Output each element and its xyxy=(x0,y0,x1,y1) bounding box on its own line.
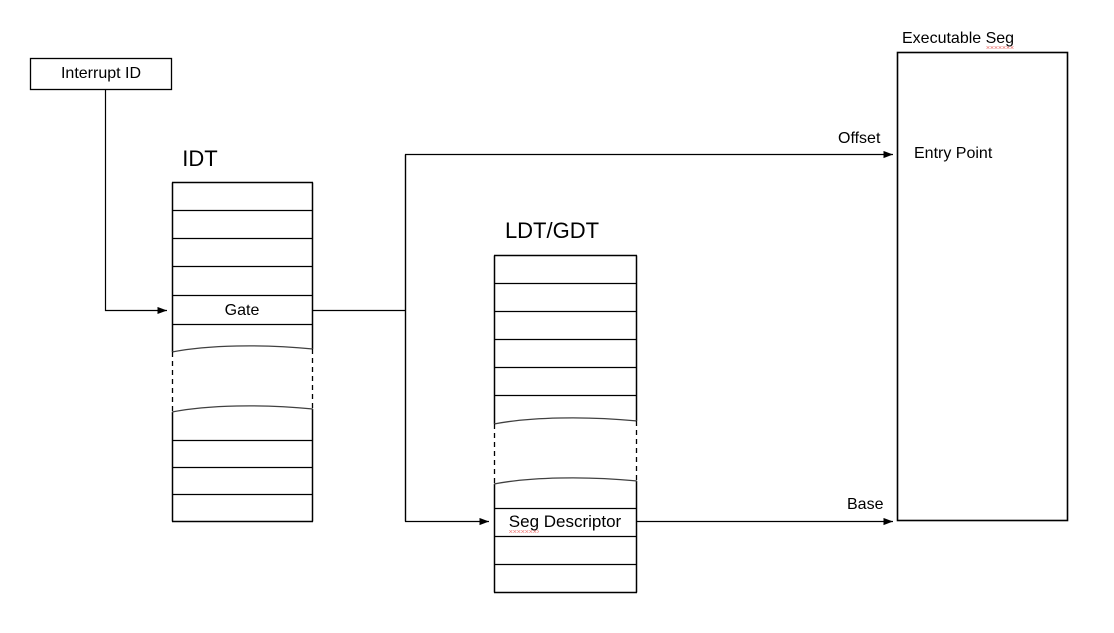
connector-interrupt-to-gate xyxy=(104,89,167,315)
executable-seg-box[interactable] xyxy=(896,51,1069,522)
idt-title: IDT xyxy=(182,146,218,171)
interrupt-id-box[interactable] xyxy=(29,57,173,91)
ldtgdt-cell-seg-descriptor[interactable]: Seg Descriptor xyxy=(508,512,622,531)
connector-gate-bus xyxy=(313,150,893,526)
idt-cell-gate[interactable]: Gate xyxy=(224,302,260,319)
seg-descriptor-rest: Descriptor xyxy=(539,512,622,531)
seg-descriptor-spellcheck-word: Seg xyxy=(508,512,540,531)
ldtgdt-title: LDT/GDT xyxy=(504,218,600,243)
base-edge-label: Base xyxy=(847,496,884,513)
idt-break-symbol xyxy=(171,345,314,413)
executable-seg-title: Executable Seg xyxy=(902,30,1015,47)
offset-edge-label: Offset xyxy=(838,130,881,147)
ldtgdt-break-symbol xyxy=(493,417,638,485)
ldtgdt-table xyxy=(493,254,638,594)
executable-seg-title-word1: Executable xyxy=(902,30,986,47)
interrupt-id-label: Interrupt ID xyxy=(60,65,142,82)
entry-point-label: Entry Point xyxy=(914,145,993,162)
executable-seg-spellcheck-word: Seg xyxy=(985,30,1015,47)
idt-table xyxy=(171,181,314,523)
